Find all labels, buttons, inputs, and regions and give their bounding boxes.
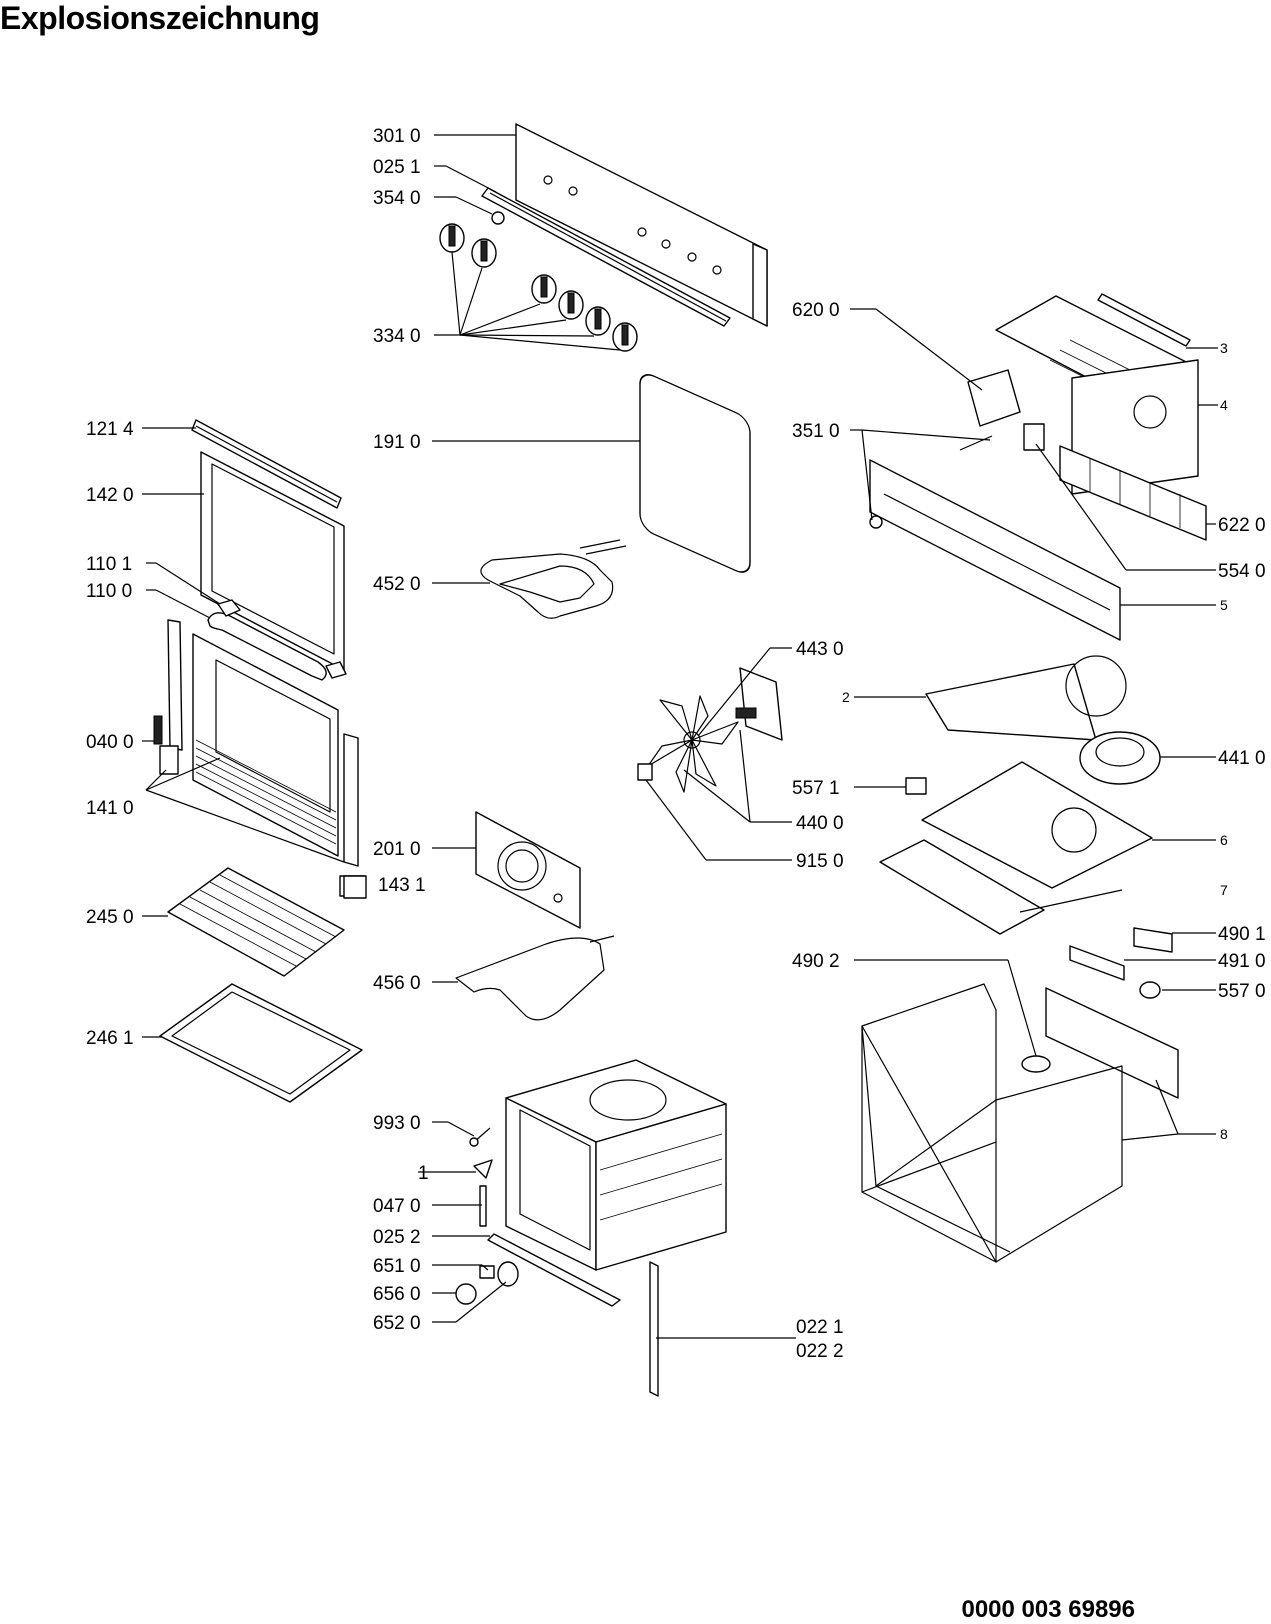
part-rear-fan-cover [475,811,581,929]
part-switches-622 [1059,445,1207,541]
callout-351-0: 351 0 [792,421,840,442]
part-hinge-receiver [343,875,367,899]
part-thermostat-554 [1023,423,1045,451]
callout-141-0: 141 0 [86,798,134,819]
callout-022-1: 022 1 [796,1317,844,1338]
part-inner-door [192,633,339,857]
callout-121-4: 121 4 [86,419,134,440]
part-front-frame-5 [869,435,1121,641]
part-nut-915 [637,763,653,781]
part-screw [469,1127,491,1147]
callout-191-0: 191 0 [373,432,421,453]
part-grommet-490-2 [1021,1055,1051,1073]
part-outer-casing-8 [861,983,1179,1263]
part-top-duct-2 [925,655,1127,741]
part-fan-blade [647,695,739,793]
callout-7: 7 [1220,882,1228,898]
part-control-panel [515,123,768,327]
callout-4: 4 [1220,397,1228,413]
callout-334-0: 334 0 [373,326,421,347]
callout-656-0: 656 0 [373,1284,421,1305]
callout-040-0: 040 0 [86,732,134,753]
callout-456-0: 456 0 [373,973,421,994]
part-outer-door-glass [200,451,345,671]
callout-443-0: 443 0 [796,639,844,660]
part-thermostat-557-1 [905,777,927,795]
part-connector-490-1 [1133,927,1173,953]
callout-491-0: 491 0 [1218,951,1266,972]
callout-354-0: 354 0 [373,188,421,209]
part-door-handle [207,599,347,681]
callout-620-0: 620 0 [792,300,840,321]
callout-652-0: 652 0 [373,1313,421,1334]
part-insulation-plate-6 [921,761,1153,889]
callout-025-1: 025 1 [373,157,421,178]
part-terminal-491-0 [1069,945,1125,981]
callout-201-0: 201 0 [373,839,421,860]
callout-5: 5 [1220,597,1228,613]
part-knob-cap [491,211,505,225]
callout-554-0: 554 0 [1218,561,1266,582]
part-panel-bracket [481,187,731,327]
callout-993-0: 993 0 [373,1113,421,1134]
callout-915-0: 915 0 [796,851,844,872]
part-baking-tray [159,983,363,1103]
document-number: 0000 003 69896 [961,1596,1135,1623]
part-lamp-557-0 [1139,981,1161,999]
part-cooling-fan-441 [1079,731,1161,785]
part-bottom-heating-element [455,935,615,1021]
callout-441-0: 441 0 [1218,748,1266,769]
callout-6: 6 [1220,832,1228,848]
callout-622-0: 622 0 [1218,515,1266,536]
callout-1: 1 [418,1163,429,1184]
part-wire-shelf [167,867,345,977]
part-bottom-plate-7 [879,839,1045,935]
part-timer-620 [967,369,1021,427]
page-title: Explosionszeichnung [0,0,320,36]
leader-lines [142,134,1218,1339]
part-oven-cavity [505,1059,727,1271]
callout-110-0: 110 0 [86,581,132,602]
callout-245-0: 245 0 [86,907,134,928]
callout-557-1: 557 1 [792,778,840,799]
callout-labels: 301 0 025 1 354 0 334 0 121 4 191 0 142 … [86,126,1266,1362]
callout-142-0: 142 0 [86,485,134,506]
callout-8: 8 [1220,1126,1228,1142]
part-knobs [439,223,638,352]
callout-557-0: 557 0 [1218,981,1266,1002]
part-bottom-bracket-025-2 [487,1233,621,1307]
callout-2: 2 [842,689,850,705]
callout-025-2: 025 2 [373,1227,421,1248]
part-runner-047 [479,1185,487,1227]
callout-047-0: 047 0 [373,1196,421,1217]
callout-452-0: 452 0 [373,574,421,595]
callout-246-1: 246 1 [86,1028,134,1049]
part-fan-motor [735,667,783,741]
part-door-top-trim [191,419,342,509]
callout-143-1: 143 1 [378,875,426,896]
part-door-gasket [639,374,751,573]
callout-490-2: 490 2 [792,951,840,972]
callout-3: 3 [1220,340,1228,356]
callout-022-2: 022 2 [796,1341,844,1362]
callout-301-0: 301 0 [373,126,421,147]
part-side-trim-022 [649,1261,659,1397]
callout-490-1: 490 1 [1218,924,1266,945]
callout-110-1: 110 1 [86,554,132,575]
callout-651-0: 651 0 [373,1256,421,1277]
callout-440-0: 440 0 [796,813,844,834]
part-grill-element [480,539,627,619]
part-clip [473,1159,493,1179]
part-lamp-parts [455,1261,519,1305]
